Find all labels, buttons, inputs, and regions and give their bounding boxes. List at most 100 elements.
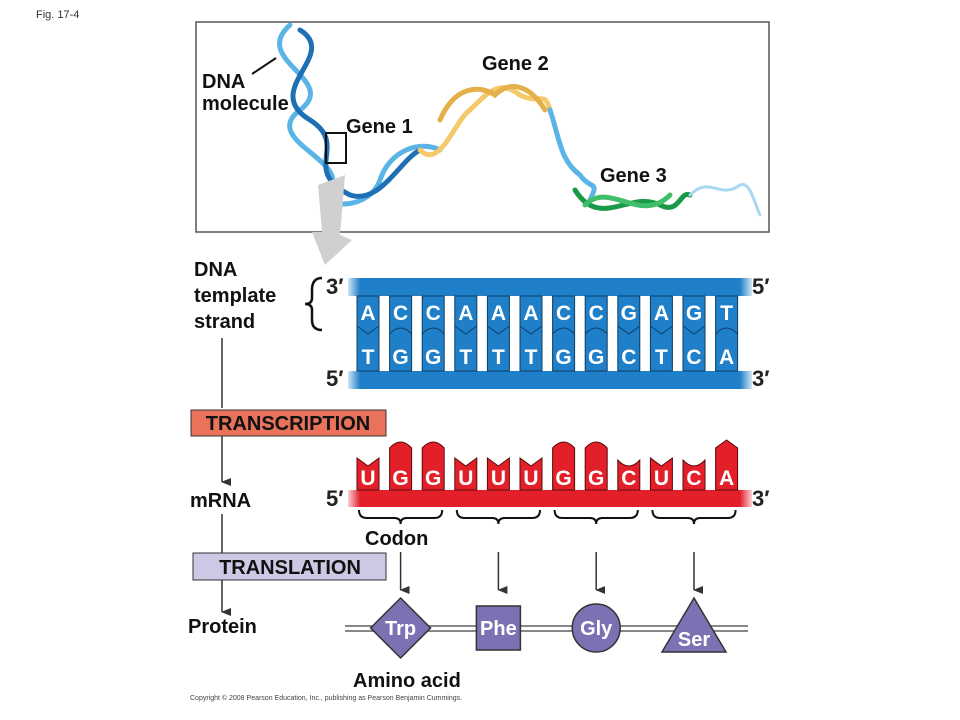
square-shape: [475, 605, 522, 651]
base-pair-junction: [584, 327, 608, 335]
codon-brace: [651, 509, 737, 525]
base-pair-junction: [715, 327, 738, 335]
amino-acid-name: Phe: [480, 618, 517, 640]
mrna-nucleotide: U: [356, 457, 380, 491]
base-pair: AT: [454, 295, 478, 372]
gene2-label: Gene 2: [482, 53, 549, 75]
bottom-left-end: 5′: [326, 366, 344, 391]
mrna-nucleotide: C: [617, 458, 641, 491]
base-pair: GC: [617, 295, 641, 372]
base-pair: GC: [682, 295, 706, 372]
template-bottom-base: A: [719, 346, 734, 369]
template-bottom-base: C: [686, 346, 701, 369]
template-bottom-base: C: [621, 346, 636, 369]
mrna-base-shape: [617, 458, 641, 491]
top-backbone: [348, 278, 752, 296]
base-pair: CG: [552, 295, 576, 372]
transcription-label: TRANSCRIPTION: [206, 413, 370, 435]
template-label-1: DNA: [194, 259, 237, 281]
mrna-base-shape: [715, 439, 739, 491]
base-pair: AT: [649, 295, 673, 372]
mrna-nucleotide: C: [682, 458, 706, 491]
codon-brace: [358, 509, 444, 525]
mrna-nucleotide: G: [584, 441, 608, 491]
mrna-5-end: 5′: [326, 486, 344, 511]
protein-label: Protein: [188, 616, 257, 638]
base-pair-junction: [389, 327, 412, 335]
copyright: Copyright © 2008 Pearson Education, Inc.…: [190, 694, 462, 702]
template-bottom-base: T: [459, 346, 472, 369]
base-pair: CG: [389, 295, 413, 372]
amino-acid-name: Ser: [678, 629, 710, 651]
amino-acid-triangle: Ser: [660, 596, 728, 653]
mrna-base-shape: [486, 457, 510, 491]
zoom-box: [325, 132, 347, 164]
base-pair-junction: [487, 325, 510, 335]
template-label-2: template: [194, 285, 276, 307]
dna-helix: [277, 22, 762, 217]
mrna-base: G: [588, 467, 604, 490]
base-pair-junction: [356, 325, 380, 335]
mrna-base-shape: [454, 457, 478, 491]
template-top-base: G: [621, 302, 637, 325]
mrna-base: U: [458, 467, 473, 490]
template-top-base: C: [589, 302, 604, 325]
template-top-base: C: [393, 302, 408, 325]
base-pair: AT: [486, 295, 510, 372]
template-top-base: C: [556, 302, 571, 325]
amino-acid-name: Gly: [580, 618, 613, 640]
mrna-nucleotide: A: [715, 439, 739, 491]
mrna-base: A: [719, 467, 734, 490]
template-top-base: A: [458, 302, 473, 325]
dna-pointer-line: [251, 57, 277, 75]
template-bottom-base: G: [392, 346, 408, 369]
mrna-base-shape: [682, 458, 706, 491]
base-pair-junction: [682, 325, 706, 335]
template-top-base: A: [491, 302, 506, 325]
template-top-base: C: [426, 302, 441, 325]
codon-brace: [455, 509, 541, 525]
translation-label: TRANSLATION: [219, 557, 361, 579]
dna-label: DNA: [202, 71, 245, 93]
amino-acid-circle: Gly: [571, 603, 621, 653]
top-right-end: 5′: [752, 274, 770, 299]
translation-box: [192, 552, 387, 581]
figure-label: Fig. 17-4: [36, 9, 79, 21]
template-top-base: G: [686, 302, 702, 325]
mrna-nucleotide: U: [649, 457, 673, 491]
gene3-label: Gene 3: [600, 165, 667, 187]
template-top-base: A: [360, 302, 375, 325]
amino-acid-label: Amino acid: [353, 670, 461, 692]
template-top-base: T: [720, 302, 733, 325]
mrna-base-shape: [356, 457, 380, 491]
mrna-nucleotide: U: [486, 457, 510, 491]
template-brace: [304, 276, 323, 332]
base-pair-junction: [421, 327, 445, 335]
mrna-nucleotide: U: [454, 457, 478, 491]
mrna-base: G: [392, 467, 408, 490]
mrna-nucleotide: G: [552, 441, 576, 491]
mrna-base-shape: [552, 441, 576, 491]
amino-acid-diamond: Trp: [369, 596, 432, 660]
base-pair-junction: [519, 325, 543, 335]
base-pair-junction: [454, 325, 478, 335]
bottom-right-end: 3′: [752, 366, 770, 391]
zoom-arrow: [312, 175, 352, 265]
base-pair: TA: [715, 295, 739, 372]
mrna-label: mRNA: [190, 490, 251, 512]
triangle-shape: [660, 596, 728, 653]
base-pair-junction: [552, 327, 575, 335]
template-top-base: A: [654, 302, 669, 325]
mrna-base: U: [491, 467, 506, 490]
template-bottom-base: G: [425, 346, 441, 369]
circle-shape: [571, 603, 621, 653]
bottom-backbone: [348, 371, 752, 389]
base-pair: CG: [584, 295, 608, 372]
mrna-nucleotide: U: [519, 457, 543, 491]
amino-acid-square: Phe: [475, 605, 522, 651]
base-pair: AT: [519, 295, 543, 372]
template-bottom-base: T: [362, 346, 375, 369]
mrna-base-shape: [519, 457, 543, 491]
top-left-end: 3′: [326, 274, 344, 299]
